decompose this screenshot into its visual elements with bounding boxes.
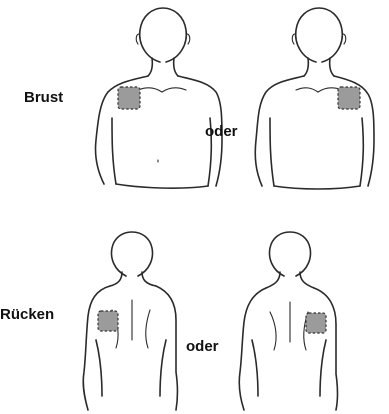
back-figure-1 bbox=[83, 232, 177, 410]
label-back: Rücken bbox=[0, 307, 54, 322]
patch-back-1 bbox=[98, 311, 118, 331]
patch-chest-2 bbox=[338, 87, 360, 109]
front-figure-1 bbox=[95, 8, 222, 188]
label-or-bottom: oder bbox=[186, 339, 219, 354]
label-chest: Brust bbox=[24, 90, 63, 105]
patch-back-2 bbox=[306, 313, 326, 333]
patch-chest-1 bbox=[118, 87, 140, 109]
label-or-top: oder bbox=[205, 124, 238, 139]
